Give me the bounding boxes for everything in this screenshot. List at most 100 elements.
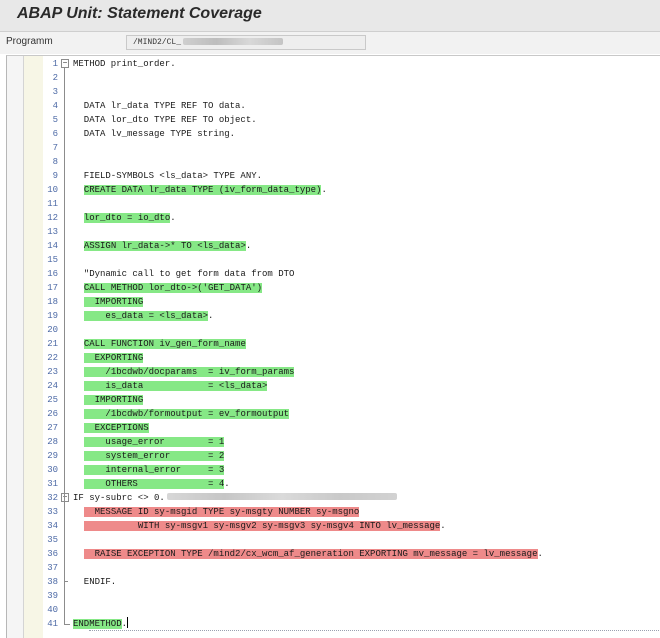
code-text: ENDIF. bbox=[73, 575, 116, 589]
code-line[interactable]: 32−IF sy-subrc <> 0. bbox=[7, 491, 660, 505]
line-number: 16 bbox=[47, 269, 58, 279]
code-line[interactable]: 37 bbox=[7, 561, 660, 575]
code-segment bbox=[73, 353, 84, 363]
covered-statement: IMPORTING bbox=[83, 395, 144, 405]
code-text: DATA lor_dto TYPE REF TO object. bbox=[73, 113, 257, 127]
code-segment bbox=[73, 479, 84, 489]
code-line[interactable]: 40 bbox=[7, 603, 660, 617]
code-line[interactable]: 30 internal_error = 3 bbox=[7, 463, 660, 477]
code-text: DATA lv_message TYPE string. bbox=[73, 127, 235, 141]
code-line[interactable]: 22 EXPORTING bbox=[7, 351, 660, 365]
code-line[interactable]: 18 IMPORTING bbox=[7, 295, 660, 309]
code-line[interactable]: 26 /1bcdwb/formoutput = ev_formoutput bbox=[7, 407, 660, 421]
covered-statement: EXPORTING bbox=[83, 353, 144, 363]
code-segment: . bbox=[170, 213, 176, 223]
code-line[interactable]: 39 bbox=[7, 589, 660, 603]
code-text: RAISE EXCEPTION TYPE /mind2/cx_wcm_af_ge… bbox=[73, 547, 543, 561]
code-text: /1bcdwb/docparams = iv_form_params bbox=[73, 365, 295, 379]
code-text: usage_error = 1 bbox=[73, 435, 225, 449]
program-label: Programm bbox=[6, 36, 53, 47]
code-line[interactable]: 10 CREATE DATA lr_data TYPE (iv_form_dat… bbox=[7, 183, 660, 197]
code-segment: ENDIF. bbox=[73, 577, 117, 587]
code-segment bbox=[73, 521, 84, 531]
code-segment: METHOD print_order. bbox=[73, 59, 176, 69]
covered-statement: /1bcdwb/docparams = iv_form_params bbox=[83, 367, 295, 377]
covered-statement: OTHERS = 4 bbox=[83, 479, 225, 489]
code-line[interactable]: 28 usage_error = 1 bbox=[7, 435, 660, 449]
code-line[interactable]: 17 CALL METHOD lor_dto->('GET_DATA') bbox=[7, 281, 660, 295]
code-line[interactable]: 34 WITH sy-msgv1 sy-msgv2 sy-msgv3 sy-ms… bbox=[7, 519, 660, 533]
line-number: 7 bbox=[52, 143, 58, 153]
code-line[interactable]: 38 ENDIF. bbox=[7, 575, 660, 589]
code-line[interactable]: 20 bbox=[7, 323, 660, 337]
current-line-marker bbox=[89, 630, 659, 631]
code-line[interactable]: 25 IMPORTING bbox=[7, 393, 660, 407]
code-segment bbox=[73, 367, 84, 377]
line-number: 10 bbox=[47, 185, 58, 195]
code-line[interactable]: 29 system_error = 2 bbox=[7, 449, 660, 463]
code-text: METHOD print_order. bbox=[73, 57, 176, 71]
code-text: EXPORTING bbox=[73, 351, 144, 365]
code-segment: FIELD-SYMBOLS <ls_data> TYPE ANY. bbox=[73, 171, 263, 181]
line-number: 28 bbox=[47, 437, 58, 447]
line-number: 31 bbox=[47, 479, 58, 489]
code-line[interactable]: 9 FIELD-SYMBOLS <ls_data> TYPE ANY. bbox=[7, 169, 660, 183]
program-field[interactable]: /MIND2/CL_ bbox=[126, 35, 366, 50]
code-line[interactable]: 5 DATA lor_dto TYPE REF TO object. bbox=[7, 113, 660, 127]
code-segment bbox=[73, 213, 84, 223]
breakpoint-gutter[interactable] bbox=[7, 56, 24, 638]
code-text: OTHERS = 4. bbox=[73, 477, 230, 491]
uncovered-statement: RAISE EXCEPTION TYPE /mind2/cx_wcm_af_ge… bbox=[83, 549, 538, 559]
code-text: ASSIGN lr_data->* TO <ls_data>. bbox=[73, 239, 251, 253]
line-number: 38 bbox=[47, 577, 58, 587]
line-number: 6 bbox=[52, 129, 58, 139]
code-line[interactable]: 31 OTHERS = 4. bbox=[7, 477, 660, 491]
code-text: /1bcdwb/formoutput = ev_formoutput bbox=[73, 407, 290, 421]
code-line[interactable]: 24 is_data = <ls_data> bbox=[7, 379, 660, 393]
covered-statement: CALL FUNCTION iv_gen_form_name bbox=[83, 339, 246, 349]
line-number: 24 bbox=[47, 381, 58, 391]
code-line[interactable]: 36 RAISE EXCEPTION TYPE /mind2/cx_wcm_af… bbox=[7, 547, 660, 561]
code-line[interactable]: 8 bbox=[7, 155, 660, 169]
line-number: 9 bbox=[52, 171, 58, 181]
code-line[interactable]: 7 bbox=[7, 141, 660, 155]
fold-toggle-icon[interactable]: − bbox=[61, 59, 69, 68]
code-segment bbox=[73, 339, 84, 349]
code-segment bbox=[73, 297, 84, 307]
code-line[interactable]: 14 ASSIGN lr_data->* TO <ls_data>. bbox=[7, 239, 660, 253]
code-line[interactable]: 33 MESSAGE ID sy-msgid TYPE sy-msgty NUM… bbox=[7, 505, 660, 519]
code-line[interactable]: 15 bbox=[7, 253, 660, 267]
code-segment: IF sy-subrc <> 0 bbox=[73, 493, 160, 503]
fold-end-marker bbox=[64, 617, 70, 625]
code-line[interactable]: 23 /1bcdwb/docparams = iv_form_params bbox=[7, 365, 660, 379]
text-cursor bbox=[127, 617, 129, 628]
code-line[interactable]: 3 bbox=[7, 85, 660, 99]
line-number: 13 bbox=[47, 227, 58, 237]
code-line[interactable]: 12 lor_dto = io_dto. bbox=[7, 211, 660, 225]
code-segment: DATA lor_dto TYPE REF TO object. bbox=[73, 115, 257, 125]
fold-toggle-icon[interactable]: − bbox=[61, 493, 69, 502]
covered-statement: usage_error = 1 bbox=[83, 437, 225, 447]
code-line[interactable]: 19 es_data = <ls_data>. bbox=[7, 309, 660, 323]
code-segment: "Dynamic call to get form data from DTO bbox=[73, 269, 295, 279]
code-line[interactable]: 13 bbox=[7, 225, 660, 239]
code-line[interactable]: 2 bbox=[7, 71, 660, 85]
code-text: IMPORTING bbox=[73, 393, 144, 407]
code-line[interactable]: 16 "Dynamic call to get form data from D… bbox=[7, 267, 660, 281]
code-line[interactable]: 27 EXCEPTIONS bbox=[7, 421, 660, 435]
code-line[interactable]: 35 bbox=[7, 533, 660, 547]
code-text: DATA lr_data TYPE REF TO data. bbox=[73, 99, 246, 113]
code-line[interactable]: 6 DATA lv_message TYPE string. bbox=[7, 127, 660, 141]
code-line[interactable]: 4 DATA lr_data TYPE REF TO data. bbox=[7, 99, 660, 113]
fold-end-marker bbox=[64, 581, 68, 582]
code-text: WITH sy-msgv1 sy-msgv2 sy-msgv3 sy-msgv4… bbox=[73, 519, 446, 533]
covered-statement: ASSIGN lr_data->* TO <ls_data> bbox=[83, 241, 246, 251]
line-number: 37 bbox=[47, 563, 58, 573]
code-line[interactable]: 21 CALL FUNCTION iv_gen_form_name bbox=[7, 337, 660, 351]
redacted-name bbox=[183, 38, 284, 46]
covered-statement: ENDMETHOD bbox=[73, 619, 122, 629]
code-line[interactable]: 11 bbox=[7, 197, 660, 211]
code-line[interactable]: 1−METHOD print_order. bbox=[7, 57, 660, 71]
